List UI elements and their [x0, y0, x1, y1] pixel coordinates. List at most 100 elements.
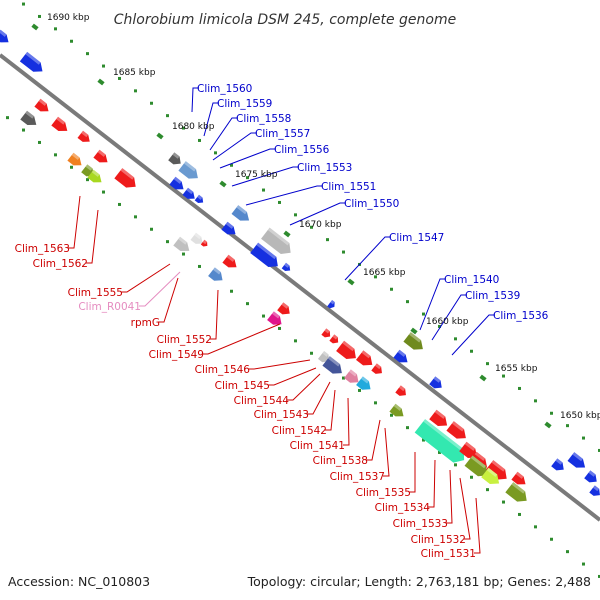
- gene-highlight: [349, 369, 357, 377]
- tick-dot: [6, 116, 9, 120]
- gene-shape: [511, 471, 526, 485]
- gene-highlight: [408, 332, 422, 343]
- gene-highlight: [213, 267, 221, 275]
- gene-shape: [403, 332, 423, 350]
- bottom-gene-label-7: Clim_1546: [195, 364, 251, 376]
- bottom-gene-label-5: Clim_1552: [157, 334, 212, 346]
- gene-highlight: [398, 385, 406, 392]
- bottom-gene-17: [329, 334, 339, 344]
- top-gene-label-3: Clim_1557: [255, 128, 310, 140]
- tick-dot: [70, 165, 73, 169]
- top-gene-18: [584, 470, 597, 483]
- bottom-gene-26: [389, 403, 404, 417]
- gene-highlight: [592, 485, 600, 492]
- gene-highlight: [226, 254, 235, 262]
- gene-shape: [0, 29, 9, 43]
- top-gene-13: [403, 332, 423, 350]
- bottom-gene-label-11: Clim_1542: [272, 425, 327, 437]
- bottom-gene-label-18: Clim_1532: [411, 534, 466, 546]
- tick-dot: [166, 240, 169, 244]
- gene-shape: [194, 194, 204, 204]
- tick-dot: [470, 475, 473, 479]
- inner-rail: [6, 116, 600, 578]
- gene-shape: [178, 161, 198, 179]
- top-gene-6: [194, 194, 204, 204]
- tick-dot: [166, 114, 169, 118]
- tick-dot: [470, 349, 473, 353]
- bottom-gene-label-9: Clim_1544: [234, 395, 290, 407]
- tick-label-0: 1690 kbp: [47, 13, 90, 23]
- gene-shape: [34, 98, 49, 112]
- tick-dot: [70, 39, 73, 43]
- top-gene-3: [178, 161, 198, 179]
- bottom-leader-1: [86, 209, 99, 264]
- tick-dot: [54, 153, 57, 157]
- gene-shape: [485, 460, 507, 480]
- tick-dot: [278, 326, 281, 330]
- top-leader-4: [219, 148, 276, 169]
- gene-shape: [20, 110, 37, 125]
- tick-label-8: 1650 kbp: [560, 411, 600, 421]
- bottom-gene-27: [429, 409, 448, 426]
- bottom-gene-28: [446, 421, 466, 439]
- gene-highlight: [91, 169, 100, 177]
- tick-dot: [182, 252, 185, 256]
- gene-shape: [429, 376, 442, 389]
- gene-highlight: [25, 110, 35, 119]
- gene-highlight: [120, 168, 135, 180]
- top-gene-8: [221, 221, 236, 235]
- gene-highlight: [194, 232, 202, 240]
- gene-highlight: [202, 239, 208, 245]
- gene-shape: [168, 152, 181, 165]
- gene-highlight: [511, 482, 526, 494]
- top-gene-label-6: Clim_1551: [321, 181, 376, 193]
- top-gene-1: [19, 51, 43, 72]
- gene-highlight: [236, 205, 247, 215]
- tick-dot: [406, 426, 409, 430]
- gene-highlight: [474, 451, 486, 461]
- tick-dot: [342, 376, 345, 380]
- bottom-leader-15: [409, 452, 416, 493]
- bottom-leader-3: [139, 271, 181, 307]
- tick-dot: [198, 264, 201, 268]
- bottom-gene-label-17: Clim_1533: [393, 518, 448, 530]
- bottom-gene-19: [356, 350, 373, 366]
- tick-dot: [102, 190, 105, 194]
- bottom-leader-17: [446, 469, 453, 524]
- gene-shape: [429, 409, 448, 426]
- tick-dot: [582, 436, 585, 440]
- gene-shape: [327, 300, 335, 309]
- bottom-leader-12: [343, 397, 350, 446]
- tick-mark: [156, 132, 164, 140]
- tick-dot: [134, 215, 137, 219]
- gene-shape: [221, 221, 236, 235]
- bottom-gene-13: [208, 267, 223, 281]
- tick-label-4: 1670 kbp: [299, 220, 342, 230]
- gene-highlight: [332, 334, 338, 340]
- top-gene-0: [0, 29, 9, 43]
- tick-dot: [38, 140, 41, 144]
- tick-dot: [294, 339, 297, 343]
- bottom-gene-label-14: Clim_1537: [330, 471, 385, 483]
- tick-dot: [182, 126, 185, 130]
- gene-highlight: [186, 187, 194, 195]
- gene-shape: [356, 350, 373, 366]
- top-leader-2: [209, 117, 238, 151]
- top-leader-8: [344, 236, 391, 281]
- bottom-leader-11: [325, 389, 336, 431]
- tick-mark: [347, 278, 355, 286]
- gene-highlight: [464, 441, 476, 451]
- gene-highlight: [322, 350, 329, 357]
- gene-shape: [231, 205, 250, 221]
- outer-rail: [22, 2, 600, 452]
- top-leader-11: [451, 314, 495, 356]
- tick-dot: [454, 463, 457, 467]
- gene-highlight: [56, 116, 66, 125]
- tick-dot: [134, 89, 137, 93]
- gene-highlight: [183, 161, 197, 172]
- gene-shape: [317, 350, 329, 363]
- top-gene-12: [327, 300, 335, 309]
- gene-highlight: [397, 349, 406, 357]
- gene-highlight: [423, 419, 464, 452]
